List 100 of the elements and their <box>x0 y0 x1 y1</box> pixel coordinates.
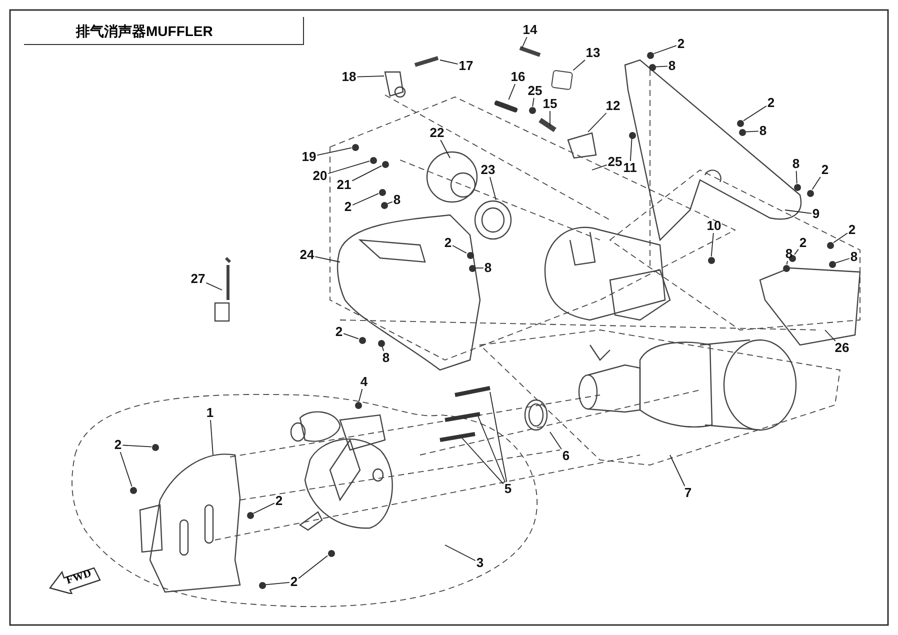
leader-line <box>588 112 607 132</box>
leader-line <box>462 438 504 484</box>
leader-line <box>835 258 850 264</box>
nut <box>648 64 656 70</box>
leader-line <box>812 176 821 190</box>
title: 排气消声器MUFFLER <box>24 17 304 45</box>
callout-number: 22 <box>428 126 446 140</box>
leader-line <box>784 210 812 214</box>
leader-line <box>522 36 528 48</box>
nut <box>358 336 366 344</box>
nut <box>738 128 746 136</box>
leader-line <box>253 502 275 514</box>
leader-line <box>120 452 132 487</box>
leader-line <box>745 130 759 132</box>
nut <box>352 144 358 150</box>
callout-number: 13 <box>584 46 602 60</box>
nut <box>806 190 814 196</box>
nut <box>646 52 654 58</box>
leader-line <box>210 420 214 456</box>
callout-number: 8 <box>483 261 493 275</box>
nut <box>782 264 790 272</box>
callout-number: 7 <box>683 486 693 500</box>
nut <box>828 260 836 268</box>
callout-number: 14 <box>522 23 538 37</box>
callout-number: 2 <box>820 163 830 177</box>
callout-number: 11 <box>622 161 638 175</box>
nut <box>130 486 136 494</box>
callout-number: 23 <box>480 163 496 177</box>
callout-number: 8 <box>381 351 391 365</box>
leader-line <box>670 454 686 486</box>
callout-number: 3 <box>475 556 485 570</box>
leader-line <box>489 176 496 200</box>
leader-line <box>440 140 450 158</box>
callout-number: 8 <box>667 59 677 73</box>
nut <box>826 242 834 248</box>
callout-number: 4 <box>359 375 369 389</box>
leader-line <box>786 260 788 265</box>
leader-line <box>356 76 384 78</box>
callout-number: 8 <box>392 193 402 207</box>
leader-line <box>743 106 767 122</box>
nut <box>628 132 636 138</box>
callout-number: 17 <box>458 59 474 73</box>
nut <box>794 184 800 190</box>
callout-number: 6 <box>561 449 571 463</box>
leader-line <box>452 245 467 254</box>
leader-line <box>440 60 458 65</box>
leader-line <box>572 60 586 71</box>
callout-number: 8 <box>849 250 859 264</box>
callout-number: 2 <box>798 236 808 250</box>
nut <box>378 188 386 196</box>
leader-line <box>653 45 677 54</box>
callout-number: 20 <box>312 169 328 183</box>
leader-line <box>532 98 534 107</box>
callout-number: 21 <box>336 178 352 192</box>
leader-line <box>328 160 370 174</box>
callout-number: 18 <box>340 70 358 84</box>
leader-line <box>710 232 714 257</box>
leader-line <box>833 232 848 244</box>
callout-number: 5 <box>503 482 513 496</box>
callout-number: 8 <box>758 124 768 138</box>
callout-number: 27 <box>190 272 206 286</box>
callout-number: 2 <box>274 494 284 508</box>
leader-line <box>508 84 516 100</box>
callout-number: 19 <box>300 150 318 164</box>
leader-line <box>343 333 359 340</box>
callout-number: 2 <box>343 200 353 214</box>
callout-number: 2 <box>334 325 344 339</box>
callout-number: 25 <box>606 155 624 169</box>
nut <box>152 444 158 450</box>
nut <box>708 256 714 264</box>
callout-number: 1 <box>205 406 215 420</box>
nut <box>354 402 362 408</box>
leader-line <box>490 392 508 482</box>
leader-line <box>824 330 836 342</box>
nut <box>380 202 388 208</box>
leader-line <box>592 164 608 170</box>
leader-line <box>387 201 393 204</box>
callout-number: 2 <box>289 575 299 589</box>
leader-line <box>655 66 668 68</box>
callout-number: 2 <box>766 96 776 110</box>
leader-line <box>352 165 382 182</box>
callout-number: 2 <box>443 236 453 250</box>
nut <box>328 550 334 556</box>
callout-number: 2 <box>676 37 686 51</box>
callout-number: 8 <box>784 247 794 261</box>
callout-number: 24 <box>298 248 316 262</box>
nut <box>466 252 474 258</box>
direction-label: FWD <box>64 567 93 587</box>
callout-number: 16 <box>510 70 526 84</box>
leader-line <box>358 388 363 402</box>
nut <box>382 160 388 168</box>
callout-number: 26 <box>834 341 850 355</box>
leader-line <box>444 544 476 562</box>
leader-line <box>796 170 798 184</box>
callout-number: 2 <box>113 438 123 452</box>
callout-number: 25 <box>526 84 544 98</box>
leader-line <box>206 282 222 290</box>
callout-number: 15 <box>542 97 558 111</box>
nut <box>736 120 744 126</box>
nut <box>370 156 376 164</box>
